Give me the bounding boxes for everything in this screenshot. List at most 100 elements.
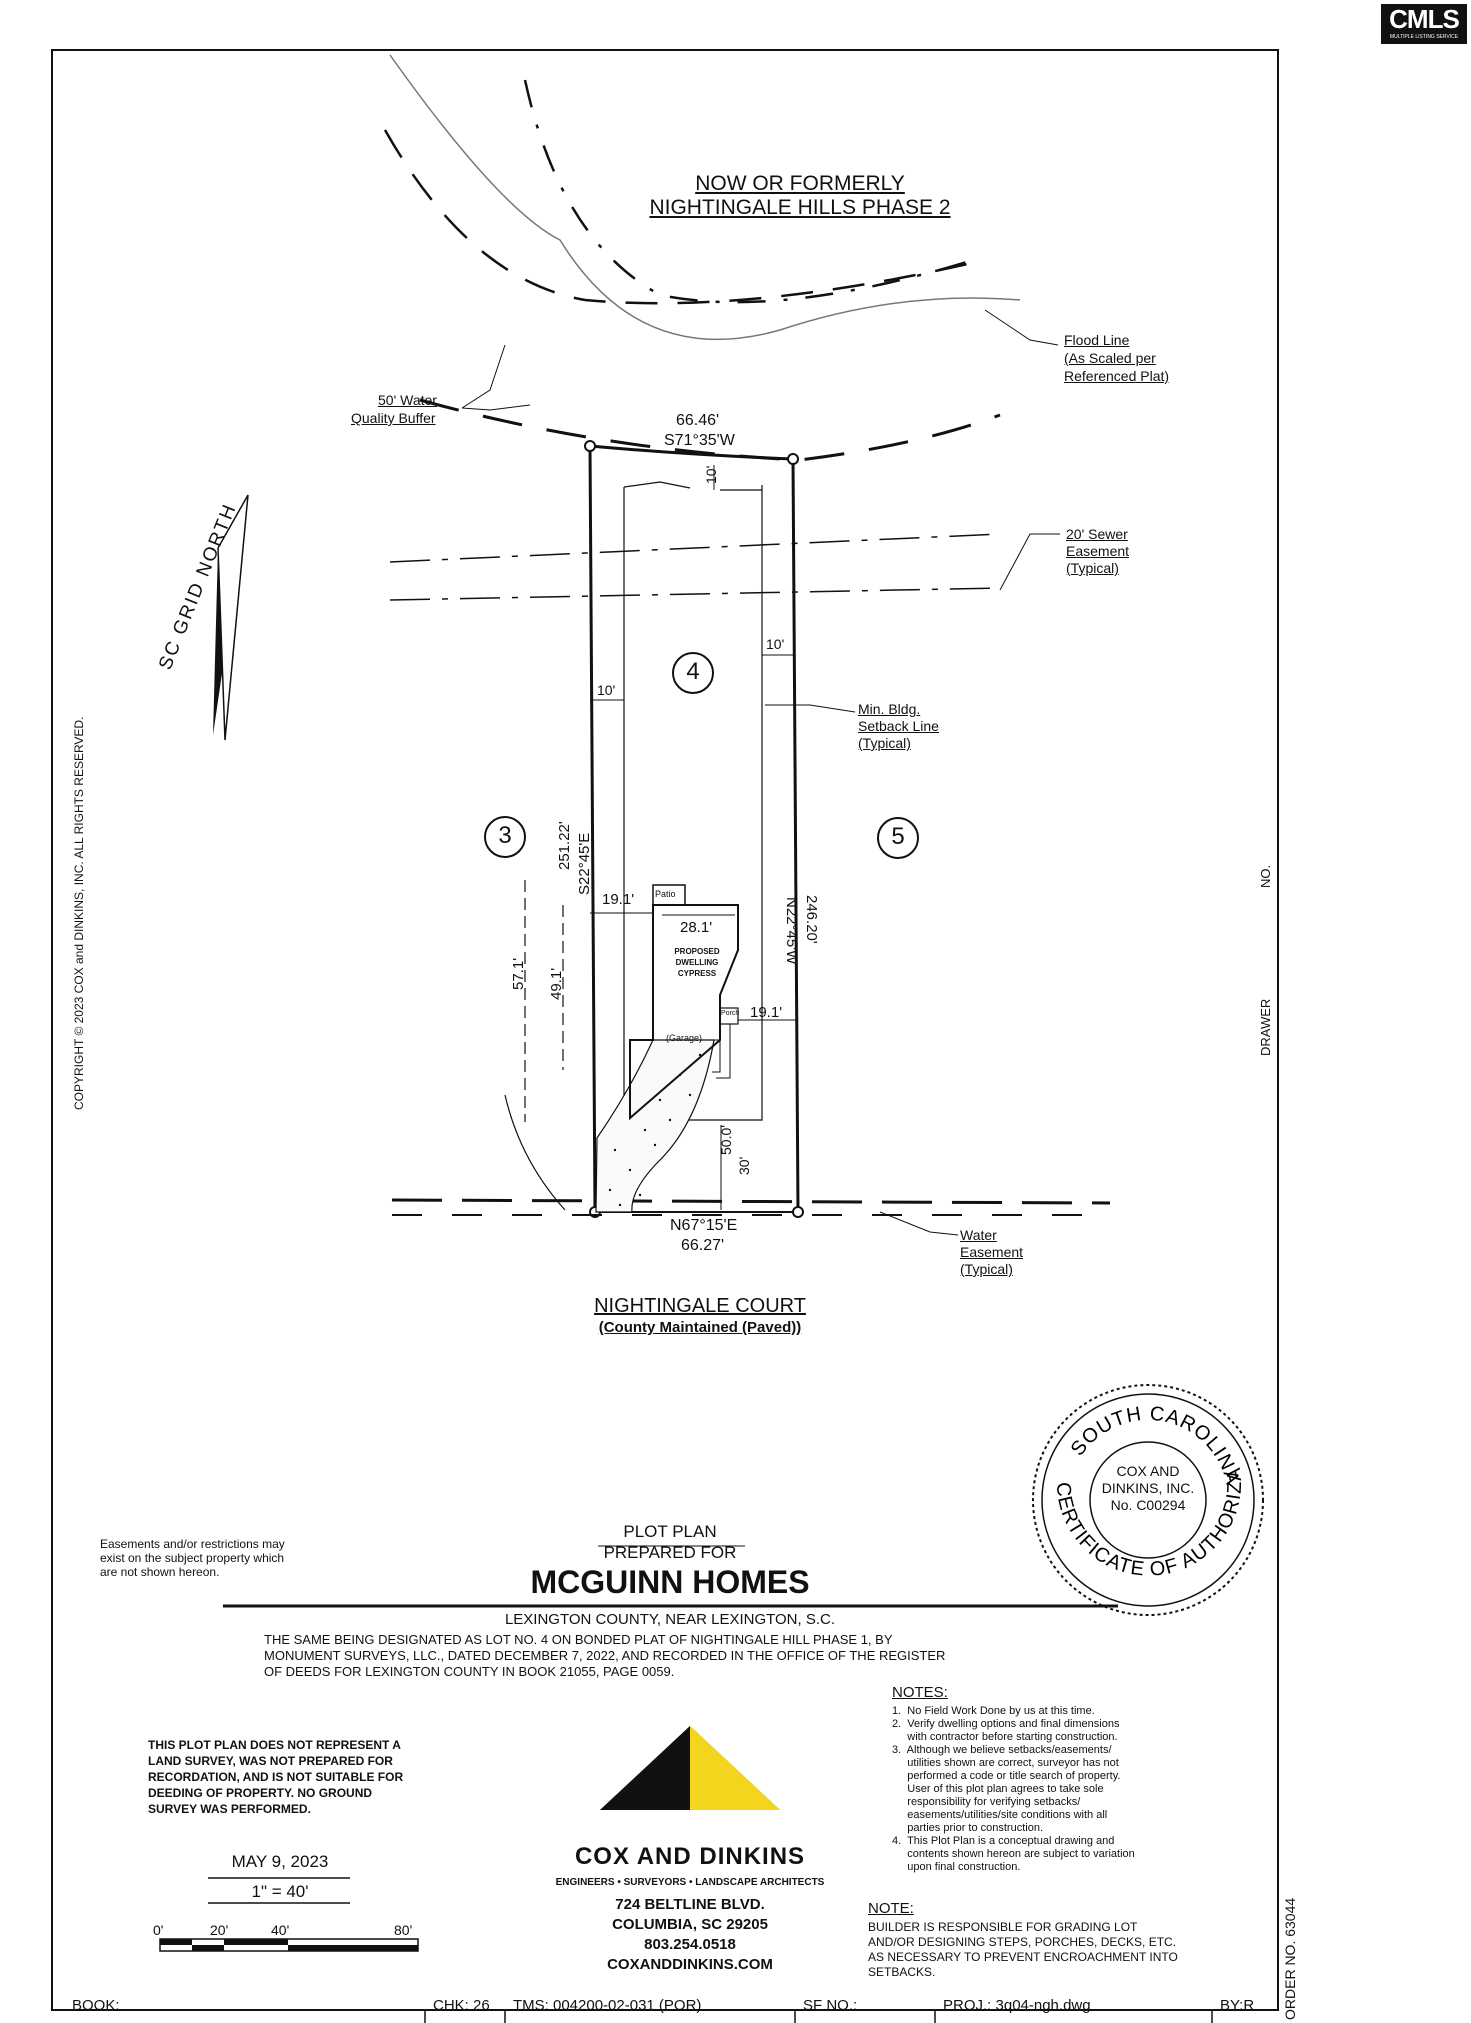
dim-front-total: 50.0' [718,1125,734,1155]
note-item: utilities shown are correct, surveyor ha… [892,1757,1119,1769]
disclaimer-1: THIS PLOT PLAN DOES NOT REPRESENT A [148,1738,401,1752]
left-distance: 251.22' [556,821,573,870]
driveway [595,1039,715,1213]
left-setback: 10' [597,682,616,698]
scale-tick-20: 20' [210,1922,229,1938]
footer-by: BY:R [1220,1997,1255,2014]
cmls-logo: CMLS MULTIPLE LISTING SERVICE [1381,4,1467,44]
lot-4-circle [672,652,714,694]
buffer-line-upper [383,129,986,305]
setback-label-1: Min. Bldg. [858,701,921,717]
client-name: MCGUINN HOMES [530,1564,810,1600]
dwelling-label-1: PROPOSED [674,947,720,956]
dim-depth-house: 49.1' [548,967,565,1000]
patio-label: Patio [655,889,676,899]
sewer-easement-label-2: Easement [1066,543,1130,559]
dim-right-side: 19.1' [750,1004,783,1021]
disclaimer-4: DEEDING OF PROPERTY. NO GROUND [148,1786,373,1800]
street-note: (County Maintained (Paved)) [598,1319,802,1336]
easement-note-1: Easements and/or restrictions may [100,1537,285,1551]
front-bearing: N67°15'E [670,1217,738,1234]
note2-title: NOTE: [868,1900,914,1917]
left-bearing: S22°45'E [576,832,593,895]
dim-width: 28.1' [680,919,713,936]
easement-note-2: exist on the subject property which [100,1551,285,1565]
seal-mid-ring [1041,1393,1255,1607]
drawer-no-label: NO. [1258,864,1273,888]
plan-date: MAY 9, 2023 [231,1852,329,1871]
note-item: easements/utilities/site conditions with… [892,1809,1108,1821]
lot-right-number: 5 [891,823,905,850]
prepared-for: PREPARED FOR [603,1543,737,1562]
dwelling-label-2: DWELLING [675,958,719,967]
plot-plan-title: PLOT PLAN [623,1522,717,1541]
note2-line-1: BUILDER IS RESPONSIBLE FOR GRADING LOT [868,1920,1138,1934]
drawer-label: DRAWER [1258,998,1273,1056]
note2-line-4: SETBACKS. [868,1965,936,1979]
flood-line [389,54,1021,341]
note-item: 1. No Field Work Done by us at this time… [892,1705,1095,1717]
note-item: responsibility for verifying setbacks/ [892,1796,1081,1808]
corner-pin [584,440,596,452]
lot-left-number: 3 [498,822,512,849]
front-distance: 66.27' [681,1237,725,1254]
footer-sf: SF NO.: [803,1997,858,2014]
seal-bottom-text: CERTIFICATE OF AUTHORIZATION [0,0,1245,1581]
address-2: COLUMBIA, SC 29205 [612,1916,768,1933]
street-name: NIGHTINGALE COURT [594,1295,806,1317]
cmls-logo-subtext: MULTIPLE LISTING SERVICE [1389,34,1459,40]
footer-chk: CHK: 26 [433,1997,490,2014]
sewer-easement-label-3: (Typical) [1066,560,1119,576]
sewer-easement-label-1: 20' Sewer [1066,526,1128,542]
rear-bearing: S71°35'W [664,432,735,449]
footer-book: BOOK: [72,1997,120,2014]
address-web: COXANDDINKINS.COM [607,1956,773,1973]
note-item: parties prior to construction. [892,1822,1044,1834]
seal-center-2: DINKINS, INC. [1101,1480,1195,1496]
adjacent-owner-line-2: NIGHTINGALE HILLS PHASE 2 [649,196,951,219]
note-item: User of this plot plan agrees to take so… [892,1783,1104,1795]
water-buffer-label-1: 50' Water [378,392,437,408]
notes-title: NOTES: [892,1684,948,1701]
seal-inner-ring [1089,1441,1207,1559]
legal-line-3: OF DEEDS FOR LEXINGTON COUNTY IN BOOK 21… [264,1664,675,1679]
scale-bar [159,1938,419,1952]
garage-label: (Garage) [666,1033,703,1043]
seal-outer-ring [1032,1384,1264,1616]
lot-line-right [791,458,800,1213]
note2-line-2: AND/OR DESIGNING STEPS, PORCHES, DECKS, … [868,1935,1177,1949]
cox-dinkins-logo [600,1726,780,1810]
right-bearing: N22°45'W [783,897,800,965]
footer-proj: PROJ.: 3q04-ngh.dwg [943,1997,1091,2014]
seal-center-1: COX AND [1116,1463,1180,1479]
disclaimer-2: LAND SURVEY, WAS NOT PREPARED FOR [148,1754,393,1768]
dim-left-side: 19.1' [602,891,635,908]
dim-front-setback: 30' [736,1156,752,1175]
note-item: 3. Although we believe setbacks/easement… [892,1744,1112,1756]
dwelling-label-3: CYPRESS [677,969,717,978]
rear-distance: 66.46' [676,412,720,429]
legal-line-1: THE SAME BEING DESIGNATED AS LOT NO. 4 O… [264,1632,893,1647]
scale-tick-80: 80' [394,1922,413,1938]
seal-center-3: No. C00294 [1110,1497,1186,1513]
scale-tick-40: 40' [271,1922,290,1938]
scale-tick-0: 0' [153,1922,164,1938]
note2-line-3: AS NECESSARY TO PREVENT ENCROACHMENT INT… [868,1950,1178,1964]
note-item: upon final construction. [892,1861,1021,1873]
corner-pin [792,1206,804,1218]
company-name: COX AND DINKINS [574,1843,806,1870]
flood-line-label-2: (As Scaled per [1064,350,1156,366]
lot-5-circle [877,817,919,859]
sewer-easement-line-1 [389,533,1001,563]
lot-line-left [588,445,597,1213]
legal-line-2: MONUMENT SURVEYS, LLC., DATED DECEMBER 7… [264,1648,946,1663]
sewer-easement-line-2 [389,587,1001,601]
water-buffer-label-2: Quality Buffer [351,410,436,426]
right-distance: 246.20' [803,895,820,944]
address-1: 724 BELTLINE BLVD. [615,1896,765,1913]
cmls-logo-text: CMLS [1389,4,1460,34]
copyright-text: COPYRIGHT © 2023 COX and DINKINS, INC. A… [72,716,86,1110]
lot-3-circle [484,816,526,858]
note-item: contents shown hereon are subject to var… [892,1848,1135,1860]
